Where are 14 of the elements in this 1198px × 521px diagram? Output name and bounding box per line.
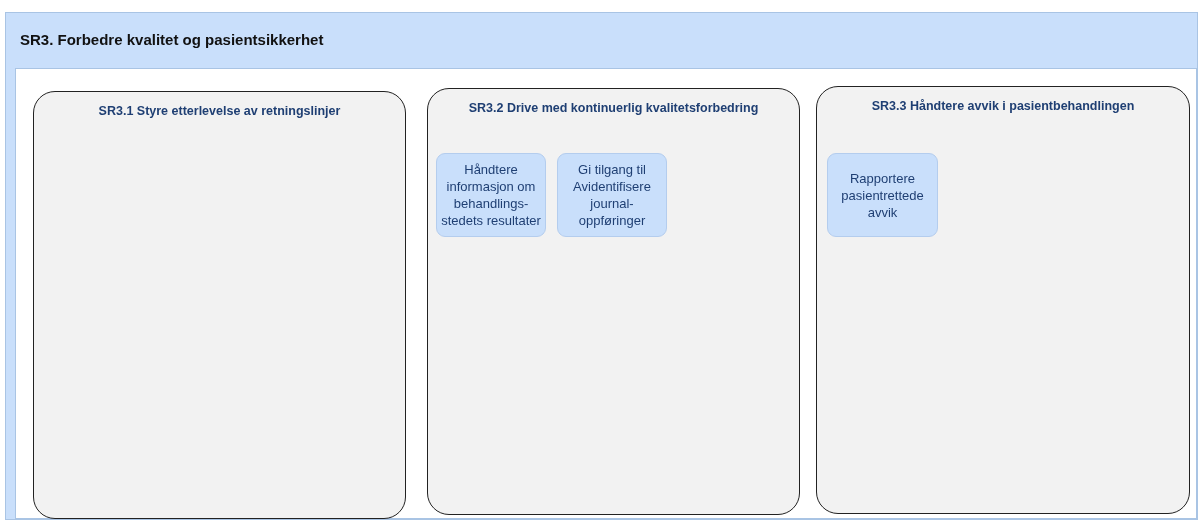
- capability-box: [827, 153, 938, 237]
- capability-box: [557, 153, 667, 237]
- capability-label: Gi tilgang til Avidentifisere journal- oppføringer: [572, 161, 652, 229]
- capability-box: [436, 153, 546, 237]
- capability-group: [816, 86, 1190, 514]
- capability-group: [33, 91, 406, 519]
- capability-label: Rapportere pasientrettede avvik: [840, 169, 925, 221]
- group-title: SR3.3 Håndtere avvik i pasientbehandlingen: [870, 99, 1136, 113]
- capability-area: [5, 12, 1198, 520]
- capability-label: Håndtere informasjon om behandlings- stedets resultater: [440, 161, 542, 229]
- group-title: SR3.2 Drive med kontinuerlig kvalitetsforbedring: [467, 101, 760, 115]
- area-title: SR3. Forbedre kvalitet og pasientsikkerhet: [20, 31, 324, 48]
- group-title: SR3.1 Styre etterlevelse av retningslinjer: [97, 104, 342, 118]
- capability-group: [427, 88, 800, 515]
